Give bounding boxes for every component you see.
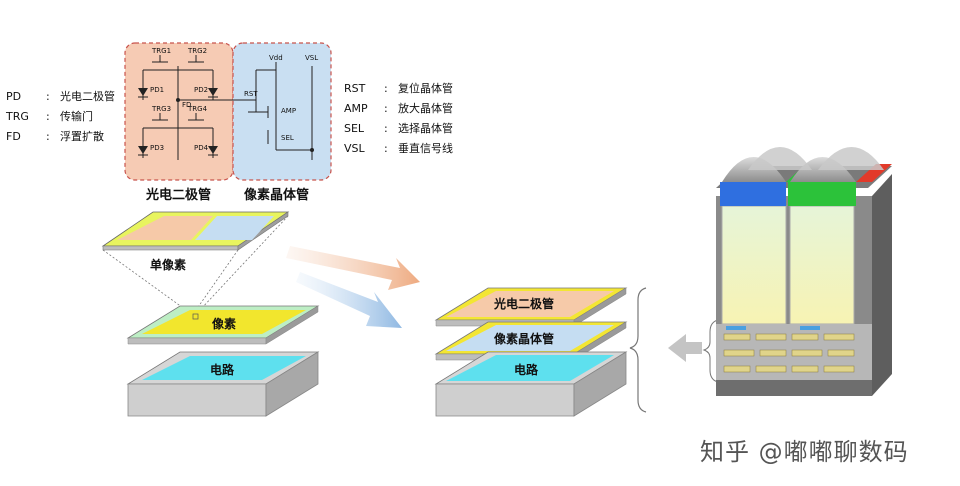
label-left-pixel: 像素 xyxy=(212,317,237,331)
caption-photodiode: 光电二极管 xyxy=(146,188,212,203)
label-trg2: TRG2 xyxy=(187,47,207,55)
left-circuit-cyan xyxy=(142,356,306,380)
legend-row-rst: RST:复位晶体管 xyxy=(344,82,453,95)
watermark: 知乎 @嘟嘟聊数码 xyxy=(700,438,909,466)
label-amp: AMP xyxy=(281,107,296,115)
arrow-transistor xyxy=(296,272,402,328)
label-pd4: PD4 xyxy=(194,144,209,152)
circuit-wires xyxy=(142,55,313,160)
label-pd3: PD3 xyxy=(150,144,164,152)
single-pixel-transistor xyxy=(195,216,274,240)
bracket-right-stack xyxy=(629,287,647,413)
sensor-3d-model xyxy=(716,147,892,396)
projection-lines xyxy=(102,215,289,311)
label-right-transistor: 像素晶体管 xyxy=(494,332,555,346)
diode-symbols xyxy=(138,88,314,156)
label-vdd: Vdd xyxy=(269,54,283,62)
transistor-region xyxy=(232,42,332,181)
label-fd: FD xyxy=(182,101,191,109)
arrow-photodiode xyxy=(286,246,420,290)
legend-row-sel: SEL:选择晶体管 xyxy=(344,122,453,135)
label-trg3: TRG3 xyxy=(151,105,171,113)
caption-single-pixel: 单像素 xyxy=(150,258,187,272)
legend-row-vsl: VSL:垂直信号线 xyxy=(344,142,453,155)
circuit-labels: TRG1 TRG2 TRG3 TRG4 PD1 PD2 PD3 PD4 FD R… xyxy=(150,47,318,152)
label-trg4: TRG4 xyxy=(187,105,208,113)
label-pd1: PD1 xyxy=(150,86,164,94)
legend-row-amp: AMP:放大晶体管 xyxy=(344,102,453,115)
caption-pixel-transistor: 像素晶体管 xyxy=(244,188,310,203)
legend-row-trg: TRG:传输门 xyxy=(6,110,93,123)
label-vsl: VSL xyxy=(305,54,318,62)
photodiode-region xyxy=(124,42,234,181)
label-trg1: TRG1 xyxy=(151,47,171,55)
label-pd2: PD2 xyxy=(194,86,208,94)
legend-row-fd: FD:浮置扩散 xyxy=(6,130,104,143)
left-pixel-yellow xyxy=(142,310,306,334)
label-sel: SEL xyxy=(281,134,294,142)
label-right-photodiode: 光电二极管 xyxy=(494,297,555,311)
label-left-circuit: 电路 xyxy=(210,363,235,377)
single-pixel-photodiode xyxy=(117,216,213,240)
label-rst: RST xyxy=(244,90,258,98)
arrow-grey xyxy=(668,334,702,362)
label-right-circuit: 电路 xyxy=(514,363,539,377)
legend-row-pd: PD:光电二极管 xyxy=(6,90,115,103)
